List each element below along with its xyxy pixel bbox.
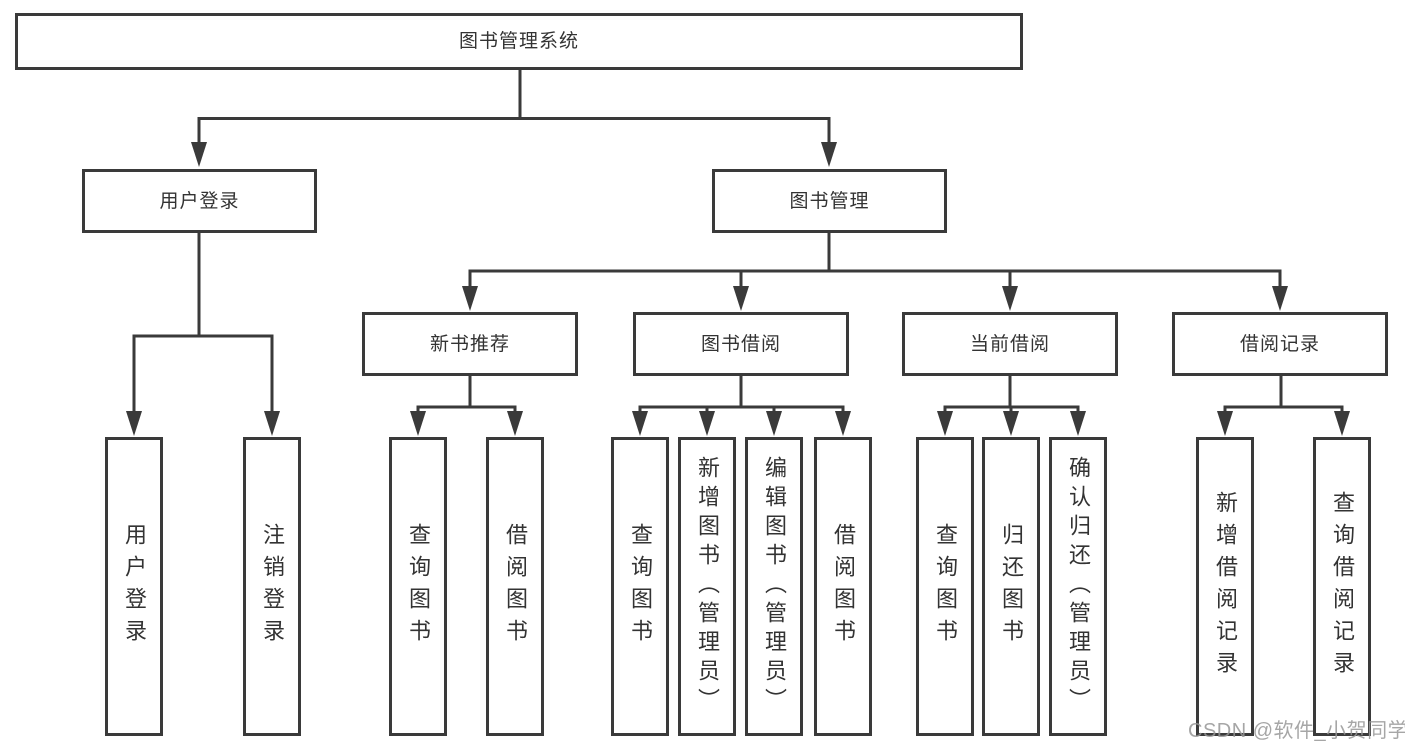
node-add-book-admin: 新增图书（管理员） xyxy=(678,437,736,736)
node-logout-leaf: 注销登录 xyxy=(243,437,301,736)
node-label: 用户登录 xyxy=(159,190,240,212)
leaf-label: 新增借阅记录 xyxy=(1213,490,1238,683)
node-book-management: 图书管理 xyxy=(712,169,947,233)
node-book-borrowing: 图书借阅 xyxy=(633,312,849,376)
node-label: 当前借阅 xyxy=(969,333,1050,355)
leaf-label: 归还图书 xyxy=(999,522,1024,651)
node-root-system: 图书管理系统 xyxy=(15,13,1023,70)
node-user-login: 用户登录 xyxy=(82,169,317,233)
node-add-borrow-record: 新增借阅记录 xyxy=(1196,437,1254,736)
node-label: 新书推荐 xyxy=(429,333,510,355)
leaf-label: 确认归还（管理员） xyxy=(1066,456,1091,717)
leaf-label: 新增图书（管理员） xyxy=(695,456,720,717)
node-label: 借阅记录 xyxy=(1239,333,1320,355)
node-query-book-under-current: 查询图书 xyxy=(916,437,974,736)
leaf-label: 借阅图书 xyxy=(503,522,528,651)
node-query-borrow-record: 查询借阅记录 xyxy=(1313,437,1371,736)
node-label: 图书管理系统 xyxy=(458,31,579,52)
node-confirm-return-admin: 确认归还（管理员） xyxy=(1049,437,1107,736)
node-borrowing-records: 借阅记录 xyxy=(1172,312,1388,376)
leaf-label: 查询借阅记录 xyxy=(1330,490,1355,683)
node-current-borrowing: 当前借阅 xyxy=(902,312,1118,376)
node-user-login-leaf: 用户登录 xyxy=(105,437,163,736)
arrowheads xyxy=(126,142,1350,436)
leaf-label: 注销登录 xyxy=(260,522,285,651)
leaf-label: 查询图书 xyxy=(406,522,431,651)
leaf-label: 编辑图书（管理员） xyxy=(762,456,787,717)
leaf-label: 查询图书 xyxy=(933,522,958,651)
node-label: 图书管理 xyxy=(789,190,870,212)
node-label: 图书借阅 xyxy=(700,333,781,355)
node-borrow-book-under-recommend: 借阅图书 xyxy=(486,437,544,736)
leaf-label: 用户登录 xyxy=(122,522,147,651)
node-query-book-under-recommend: 查询图书 xyxy=(389,437,447,736)
node-borrow-book-under-borrow: 借阅图书 xyxy=(814,437,872,736)
node-query-book-under-borrow: 查询图书 xyxy=(611,437,669,736)
csdn-watermark: CSDN @软件_小贺同学 xyxy=(1188,720,1405,742)
leaf-label: 借阅图书 xyxy=(831,522,856,651)
node-new-book-recommend: 新书推荐 xyxy=(362,312,578,376)
node-return-book: 归还图书 xyxy=(982,437,1040,736)
node-edit-book-admin: 编辑图书（管理员） xyxy=(745,437,803,736)
leaf-label: 查询图书 xyxy=(628,522,653,651)
